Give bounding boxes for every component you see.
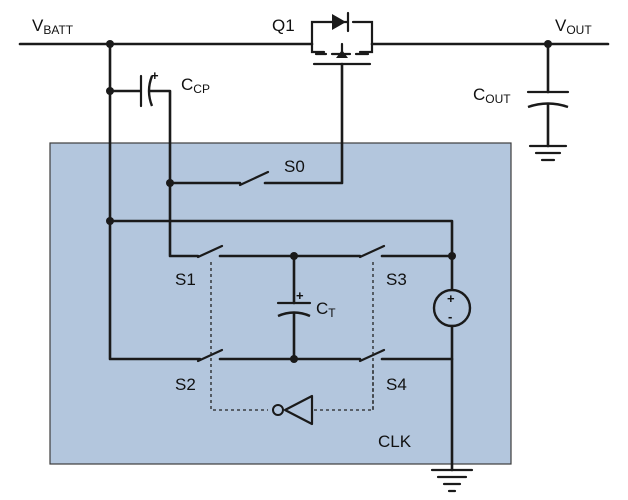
vbatt-vertical <box>108 42 202 361</box>
ground-symbol-cout <box>528 144 568 162</box>
s2-switch <box>196 348 224 363</box>
s4-label: S4 <box>386 375 407 394</box>
s3-label: S3 <box>386 270 407 289</box>
clk-label: CLK <box>378 432 412 451</box>
cout-capacitor <box>526 42 570 148</box>
q1-mosfet <box>310 11 374 66</box>
ccp-plus-sign: + <box>151 68 159 83</box>
source-plus-sign: + <box>447 291 455 306</box>
vout-label: VOUT <box>555 16 592 37</box>
cout-label: COUT <box>473 85 511 106</box>
ct-label: CT <box>316 299 336 320</box>
q1-label: Q1 <box>272 16 295 35</box>
junction-cout <box>544 40 552 48</box>
ct-capacitor <box>276 254 312 361</box>
ground-symbol-bottom <box>430 468 474 493</box>
junction-ct-top <box>290 252 298 260</box>
upper-cross-wire <box>108 219 454 292</box>
junction-upper-left <box>106 217 114 225</box>
ccp-capacitor <box>108 74 172 185</box>
junction-ccp-left <box>106 87 114 95</box>
inverter <box>272 394 314 426</box>
s0-switch <box>238 170 270 187</box>
clk-dashed-right <box>314 262 374 411</box>
s2-label: S2 <box>175 375 196 394</box>
ccp-to-s1-wire <box>168 181 200 258</box>
junction-s3-right <box>448 252 456 260</box>
clk-dashed-left <box>210 262 268 411</box>
junction-vbatt-top <box>106 40 114 48</box>
ccp-label: CCP <box>181 75 210 96</box>
vbatt-label: VBATT <box>32 16 74 37</box>
s1-switch <box>196 244 224 259</box>
source-minus-sign: - <box>448 309 452 324</box>
s1-label: S1 <box>175 270 196 289</box>
s0-label: S0 <box>284 157 305 176</box>
q1-gate-wire <box>263 62 344 185</box>
s3-switch <box>358 244 386 259</box>
s4-switch <box>358 348 386 363</box>
ct-plus-sign: + <box>296 288 304 303</box>
